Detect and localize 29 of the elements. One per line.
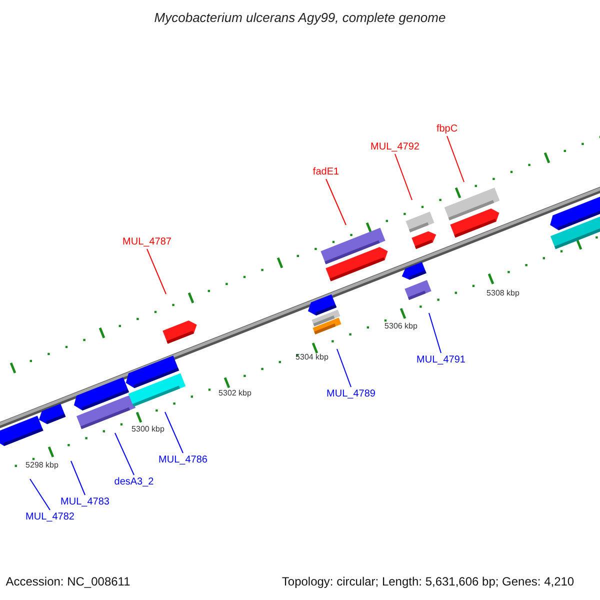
gene-label: MUL_4787 — [122, 236, 172, 248]
gene-label: desA3_2 — [114, 476, 154, 488]
leader-line — [146, 248, 166, 294]
leader-line — [428, 312, 442, 354]
leader-line — [30, 478, 50, 510]
scale-label: 5306 kbp — [384, 322, 418, 332]
gene-label: MUL_4792 — [370, 142, 420, 152]
leader-line — [164, 412, 184, 454]
gene-label: MUL_4789 — [326, 388, 376, 400]
gene-label: MUL_4791 — [416, 354, 466, 366]
accession-text: Accession: NC_008611 — [6, 575, 130, 589]
gene-label: MUL_4783 — [60, 496, 110, 508]
gene-label: MUL_4786 — [158, 454, 208, 466]
scale-label: 5300 kbp — [132, 426, 164, 434]
gene-label: fbpC — [436, 124, 458, 134]
gene-label: fadE1 — [312, 166, 340, 178]
leader-line — [336, 348, 352, 388]
scale-label: 5304 kbp — [296, 354, 328, 362]
leader-line — [446, 136, 464, 182]
leader-line — [394, 154, 412, 200]
scale-label: 5302 kbp — [218, 390, 252, 398]
leader-line — [326, 178, 346, 226]
scale-label: 5308 kbp — [486, 290, 520, 298]
leader-line — [70, 460, 86, 496]
genome-summary-text: Topology: circular; Length: 5,631,606 bp; Genes: 4,210 — [282, 575, 574, 589]
chart-title: Mycobacterium ulcerans Agy99, complete genome — [154, 10, 446, 26]
leader-line — [114, 432, 134, 476]
scale-label: 5298 kbp — [26, 462, 58, 470]
gene-label: MUL_4782 — [26, 512, 74, 522]
